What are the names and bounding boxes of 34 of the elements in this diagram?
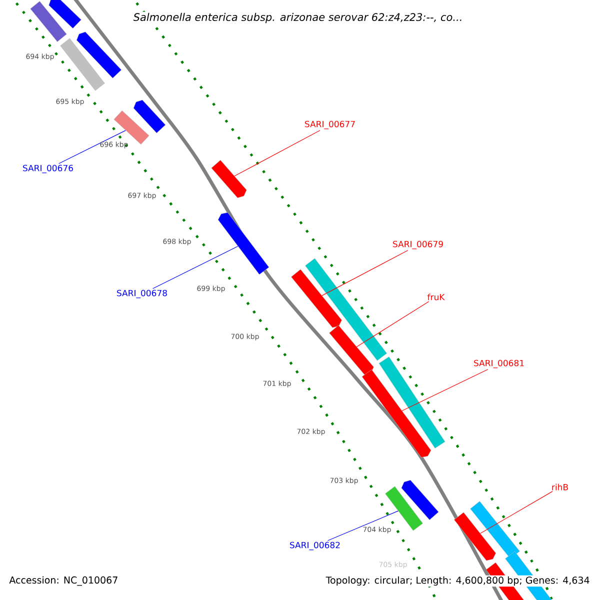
gene-block	[48, 0, 82, 29]
gene-block	[401, 480, 439, 520]
title: Salmonella enterica subsp. arizonae serovar 62:z4,z23:--, co...	[132, 12, 464, 24]
gene-block	[133, 100, 166, 134]
gene-bar	[305, 258, 387, 361]
gene-label: SARI_00679	[393, 240, 443, 250]
leader-line	[480, 491, 553, 534]
leader-line	[402, 369, 488, 412]
gene-block	[211, 160, 247, 198]
gene-block	[76, 32, 122, 78]
gene-block	[362, 369, 432, 458]
gene-label: rihB	[552, 484, 568, 490]
gene-block	[218, 212, 270, 275]
leader-line	[234, 130, 320, 176]
gene-block	[454, 512, 496, 561]
gene-block	[291, 269, 342, 328]
accession-text: Accession: NC_010067	[8, 575, 120, 587]
leader-line	[58, 130, 126, 164]
gene-label: SARI_00676	[23, 164, 73, 174]
genome-info-text: Topology: circular; Length: 4,600,800 bp; Genes: 4,634	[324, 575, 591, 587]
gene-label: SARI_00682	[290, 542, 340, 550]
gene-bar	[30, 1, 67, 42]
gene-label: SARI_00678	[117, 290, 167, 298]
gene-block	[329, 325, 374, 375]
gene-label: SARI_00677	[305, 120, 355, 130]
leader-line	[322, 250, 408, 296]
gene-bar	[470, 501, 520, 559]
leader-line	[327, 510, 398, 541]
gene-bar	[378, 356, 446, 448]
gene-bar	[60, 38, 105, 91]
leader-line	[356, 301, 430, 347]
gene-label: SARI_00681	[474, 360, 524, 368]
gene-label: fruK	[427, 294, 445, 300]
leader-line	[152, 246, 238, 289]
